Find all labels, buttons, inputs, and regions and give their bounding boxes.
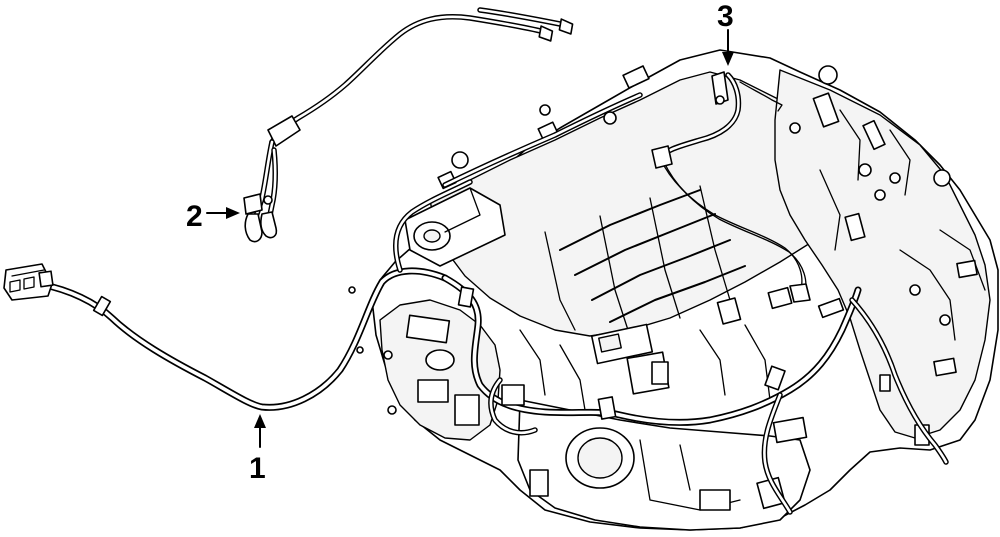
- callout-label-1: 1: [249, 452, 266, 485]
- sensor-harness-top: [651, 71, 811, 303]
- callout-label-3: 3: [717, 0, 734, 33]
- callout-3: 3: [717, 0, 734, 66]
- callout-1: 1: [249, 414, 266, 485]
- pigtail-terminals: [243, 193, 278, 243]
- harness-connector: [3, 263, 54, 301]
- engine-assembly: [348, 49, 999, 531]
- callout-label-2: 2: [186, 200, 203, 233]
- sensor-pigtail-harness: [243, 7, 574, 243]
- callout-2: 2: [186, 200, 240, 233]
- engine-wiring-harness: [3, 92, 949, 515]
